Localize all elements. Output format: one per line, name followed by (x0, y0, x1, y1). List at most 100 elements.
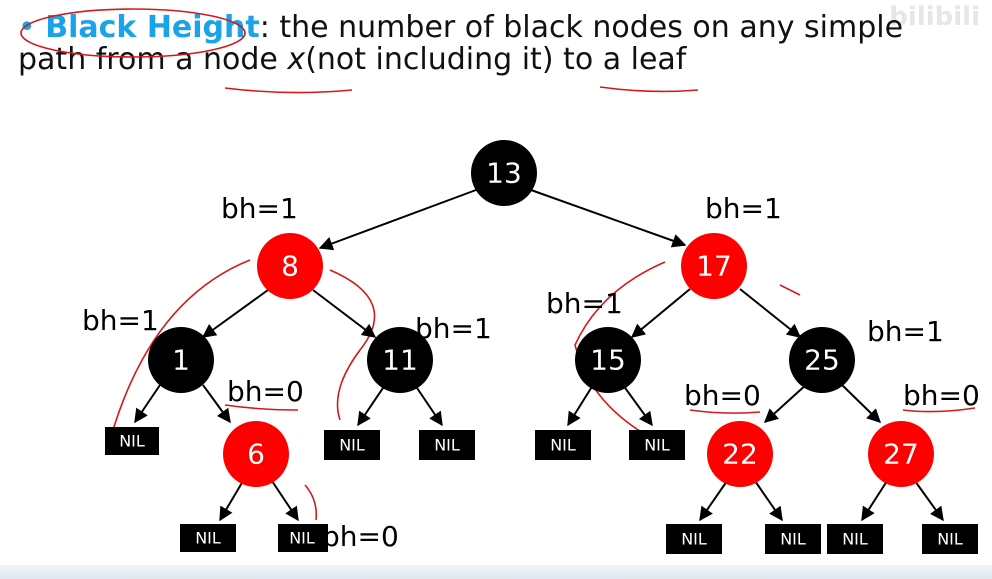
nil-label: NIL (339, 436, 365, 455)
edge-25-22 (763, 382, 809, 423)
node-25: 25 (789, 327, 855, 393)
annotation-path-8-right (329, 269, 376, 421)
annotation-tick-17 (779, 284, 801, 296)
edge-13-8 (318, 189, 477, 251)
nil-leaf: NIL (419, 430, 475, 460)
tree-nodes: 13 8 17 1 11 15 (148, 140, 934, 487)
bh-label-nil: bh=0 (322, 520, 399, 553)
definition-text-3: (not including it) to a leaf (305, 42, 687, 77)
edge-13-17 (530, 189, 687, 248)
bh-label-6: bh=0 (227, 375, 304, 408)
node-8: 8 (257, 233, 323, 299)
annotation-underline-leaf (599, 86, 699, 93)
definition-text: • Black Height: the number of black node… (18, 12, 903, 76)
node-17: 17 (681, 233, 747, 299)
definition-text-1: the number of black nodes on any simple (269, 10, 904, 45)
node-6-label: 6 (247, 438, 265, 471)
annotation-circle-term (20, 8, 246, 58)
edge-17-15 (630, 288, 691, 338)
nil-leaf: NIL (324, 430, 380, 460)
annotation-underline-bh-27 (902, 407, 976, 413)
annotation-stroke-bh-nil (304, 484, 318, 521)
node-1-label: 1 (172, 344, 190, 377)
node-13: 13 (471, 140, 537, 206)
edge-25-27 (839, 382, 882, 423)
edge-11-nil-b (414, 384, 443, 427)
edge-15-nil-b (622, 384, 653, 427)
edge-27-nil-b (914, 480, 944, 522)
node-11-label: 11 (382, 344, 418, 377)
bh-label-25: bh=1 (867, 315, 944, 348)
nil-leaf: NIL (629, 430, 685, 460)
node-13-label: 13 (486, 157, 522, 190)
nil-leaf: NIL (827, 524, 883, 554)
nil-label: NIL (434, 436, 460, 455)
bh-label-8: bh=1 (221, 192, 298, 225)
node-11: 11 (367, 327, 433, 393)
nil-label: NIL (195, 529, 221, 548)
annotation-underline-bh-6 (224, 404, 299, 411)
node-8-label: 8 (281, 250, 299, 283)
definition-text-2: path from a node (18, 42, 288, 77)
node-22-label: 22 (722, 438, 758, 471)
edge-1-nil (134, 384, 161, 424)
nil-label: NIL (780, 530, 806, 549)
nil-leaves: NIL NIL NIL NIL NIL NIL NIL NIL NIL NIL … (105, 427, 978, 554)
nil-leaf: NIL (278, 524, 328, 552)
nil-leaf: NIL (535, 430, 591, 460)
node-6: 6 (223, 421, 289, 487)
edge-1-6 (202, 384, 231, 424)
watermark-logo: bilibili (889, 2, 980, 32)
tree-edges (134, 189, 944, 522)
nil-leaf: NIL (922, 524, 978, 554)
node-15-label: 15 (590, 344, 626, 377)
nil-label: NIL (842, 530, 868, 549)
bh-label-1: bh=1 (82, 304, 159, 337)
bottom-bar (0, 565, 992, 579)
nil-leaf: NIL (180, 524, 236, 552)
annotation-path-8-left (109, 259, 251, 441)
node-15: 15 (575, 327, 641, 393)
edge-6-nil-b (271, 480, 299, 522)
edge-22-nil-a (699, 480, 728, 522)
annotation-underline-node (224, 87, 353, 94)
bh-label-15: bh=1 (546, 287, 623, 320)
black-height-labels: bh=1 bh=1 bh=1 bh=1 bh=1 bh=1 bh=0 bh=0 … (82, 192, 980, 553)
definition-line-2: path from a node x(not including it) to … (18, 44, 903, 76)
term-colon: : (259, 10, 270, 45)
edge-8-11 (312, 289, 377, 338)
term-black-height: Black Height (45, 10, 260, 45)
hand-annotations (20, 8, 976, 521)
node-27: 27 (868, 421, 934, 487)
node-1: 1 (148, 327, 214, 393)
nil-label: NIL (681, 530, 707, 549)
nil-label: NIL (644, 436, 670, 455)
annotation-path-17 (574, 261, 666, 441)
bullet: • (18, 10, 36, 45)
nil-label: NIL (550, 436, 576, 455)
nil-leaf: NIL (765, 524, 821, 554)
node-22: 22 (707, 421, 773, 487)
edge-27-nil-a (861, 480, 888, 522)
node-17-label: 17 (696, 250, 732, 283)
bh-label-11: bh=1 (415, 312, 492, 345)
node-25-label: 25 (804, 344, 840, 377)
node-27-label: 27 (883, 438, 919, 471)
bh-label-27: bh=0 (903, 379, 980, 412)
edge-11-nil-a (357, 384, 386, 427)
edge-17-25 (739, 288, 802, 338)
bh-label-17: bh=1 (705, 192, 782, 225)
nil-label: NIL (289, 529, 315, 548)
bh-label-22: bh=0 (684, 379, 761, 412)
edge-8-1 (201, 289, 269, 338)
nil-leaf: NIL (666, 524, 722, 554)
nil-leaf: NIL (105, 427, 159, 455)
variable-x: x (287, 42, 306, 77)
nil-label: NIL (937, 530, 963, 549)
annotation-underline-bh-22 (689, 409, 761, 414)
edge-15-nil-a (567, 384, 594, 427)
edge-22-nil-b (754, 480, 783, 522)
definition-line-1: • Black Height: the number of black node… (18, 12, 903, 44)
